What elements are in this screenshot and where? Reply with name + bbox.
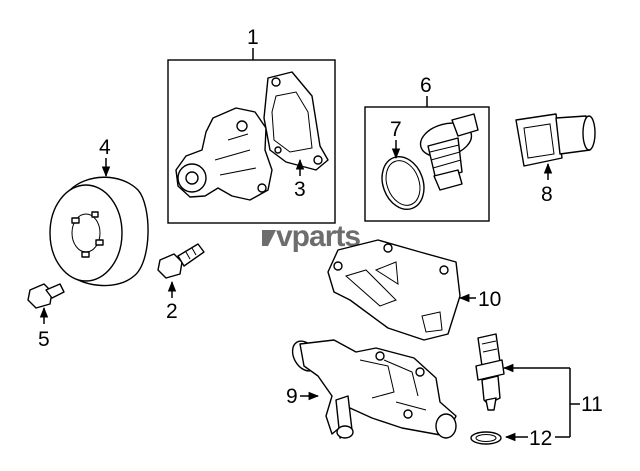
pump-gasket (263, 71, 329, 171)
callout-9: 9 (286, 385, 298, 408)
group-box-1 (167, 48, 336, 224)
bolt-5 (27, 283, 65, 309)
thermostat-seal (381, 156, 425, 210)
thermostat-housing (291, 339, 457, 439)
callout-1: 1 (247, 26, 259, 49)
bracket-11 (502, 363, 580, 438)
callout-3: 3 (294, 178, 306, 201)
callout-10: 10 (478, 288, 501, 311)
callout-12: 12 (529, 427, 552, 450)
thermostat (419, 113, 479, 191)
sensor-seal (470, 431, 502, 445)
callout-8: 8 (541, 183, 553, 206)
callout-6: 6 (420, 74, 432, 97)
watermark-logo (262, 230, 276, 246)
pump-pulley (49, 176, 149, 287)
housing-gasket (327, 239, 461, 341)
callout-2: 2 (166, 300, 178, 323)
callout-4: 4 (99, 136, 111, 159)
bolt-2 (157, 243, 205, 279)
water-outlet (515, 113, 596, 167)
callout-5: 5 (38, 328, 50, 351)
water-pump (175, 107, 273, 201)
temperature-sensor (475, 333, 505, 411)
callout-7: 7 (390, 118, 402, 141)
group-box-6 (364, 96, 490, 222)
callout-11: 11 (581, 393, 603, 416)
